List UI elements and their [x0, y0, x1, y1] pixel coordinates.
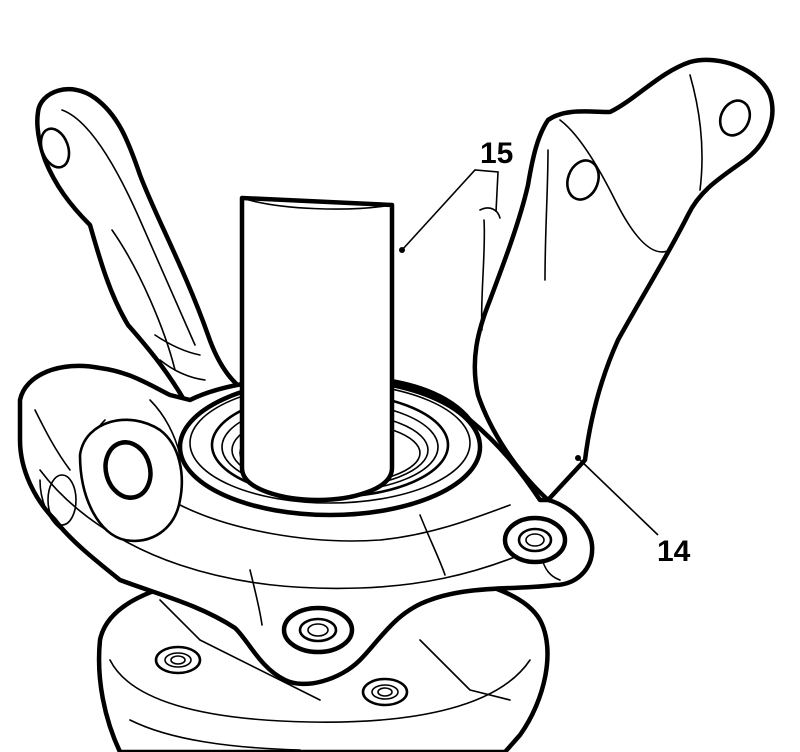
- hub-stud-hole-left: [154, 645, 202, 675]
- press-tool: [239, 195, 395, 503]
- knuckle-body: [17, 57, 775, 687]
- leader-line-14: [577, 457, 659, 536]
- hub-stud-hole-right: [361, 677, 409, 707]
- leader-dot-14: [575, 455, 581, 461]
- lower-bolt-hole-right: [502, 515, 568, 565]
- callout-15-label: 15: [480, 137, 513, 170]
- leader-line-15: [401, 169, 499, 251]
- callout-14-label: 14: [657, 535, 691, 568]
- lower-bolt-hole-center: [281, 605, 355, 655]
- leader-dot-15: [399, 247, 405, 253]
